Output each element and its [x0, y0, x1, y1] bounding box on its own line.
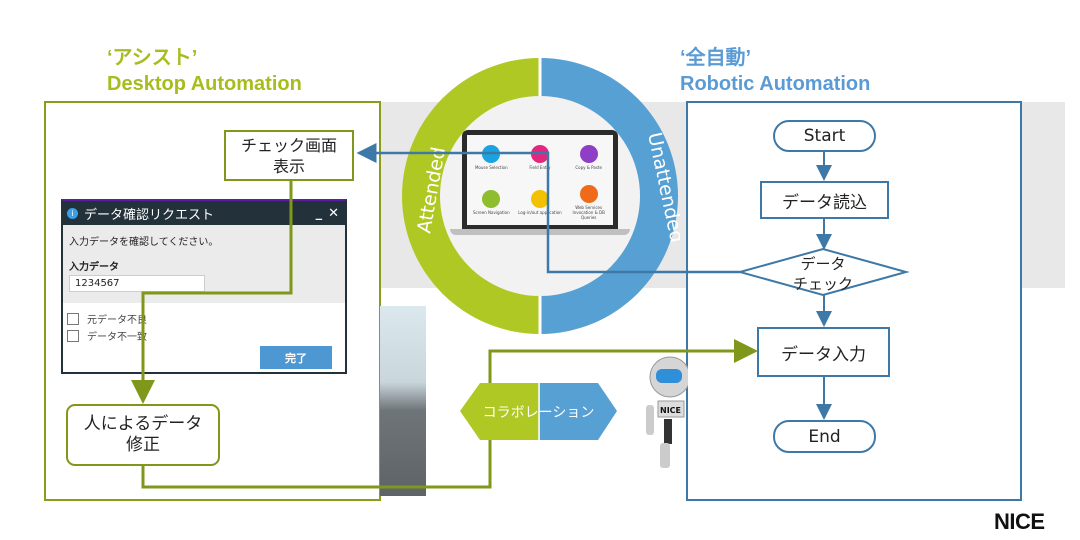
right-title: ‘全自動’ Robotic Automation: [680, 45, 870, 97]
checkbox-mismatch[interactable]: データ不一致: [67, 328, 345, 343]
read-data-node: データ読込: [760, 181, 889, 219]
field-label: 入力データ: [69, 262, 119, 273]
human-fix-node: 人によるデータ 修正: [66, 404, 220, 466]
tile-icon: [579, 185, 598, 203]
dialog-titlebar: i データ確認リクエスト _ ✕: [63, 201, 345, 225]
laptop-tile: Web Services Invocation & DB Queries: [564, 180, 613, 225]
input-data-field[interactable]: 1234567: [69, 275, 205, 292]
dialog-message: 入力データを確認してください。: [69, 237, 219, 248]
tile-label: Copy & Paste: [575, 165, 602, 170]
start-node: Start: [773, 120, 876, 152]
tile-label: Web Services Invocation & DB Queries: [572, 205, 605, 220]
data-confirm-dialog: i データ確認リクエスト _ ✕ 入力データを確認してください。 入力データ 1…: [61, 199, 347, 374]
close-icon[interactable]: ✕: [328, 205, 339, 221]
end-node: End: [773, 420, 876, 453]
data-check-label: データ チェック: [792, 255, 853, 293]
laptop-tile: Copy & Paste: [564, 135, 613, 180]
info-icon: i: [67, 207, 78, 219]
collab-left: [460, 383, 540, 440]
laptop-tile: Screen Navigation: [467, 180, 516, 225]
laptop-base: [450, 229, 630, 235]
right-title-en: Robotic Automation: [680, 73, 871, 95]
left-title-en: Desktop Automation: [107, 73, 302, 95]
tile-icon: [530, 190, 549, 208]
tile-icon: [579, 145, 598, 163]
complete-button[interactable]: 完了: [260, 346, 332, 369]
left-title-jp: ‘アシスト’: [107, 47, 198, 69]
tile-label: Mouse Selection: [474, 165, 508, 170]
input-data-node: データ入力: [757, 327, 890, 377]
collab-right: [540, 383, 617, 440]
nice-logo: NICE: [994, 509, 1045, 534]
human-to-input-line: [141, 339, 758, 489]
tile-label: Log-in/out application: [518, 210, 562, 215]
dialog-title: データ確認リクエスト: [84, 207, 215, 223]
check-screen-node: チェック画面 表示: [224, 130, 354, 181]
tile-label: Field Entry: [529, 165, 551, 170]
minimize-icon[interactable]: _: [315, 205, 323, 221]
tile-label: Screen Navigation: [473, 210, 510, 215]
tile-icon: [482, 190, 501, 208]
check-to-screen-line: [356, 143, 740, 274]
screen-to-human-line: [131, 180, 293, 404]
checkbox-source-bad[interactable]: 元データ不良: [67, 311, 345, 326]
data-check-diamond: [736, 247, 910, 297]
collaboration-label: コラボレーション: [482, 404, 595, 421]
svg-text:NICE: NICE: [660, 406, 681, 415]
left-title: ‘アシスト’ Desktop Automation: [107, 45, 302, 97]
robot-image: NICE: [646, 356, 688, 468]
person-photo: [380, 306, 426, 496]
laptop-tile: Log-in/out application: [516, 180, 565, 225]
right-title-jp: ‘全自動’: [680, 47, 752, 69]
